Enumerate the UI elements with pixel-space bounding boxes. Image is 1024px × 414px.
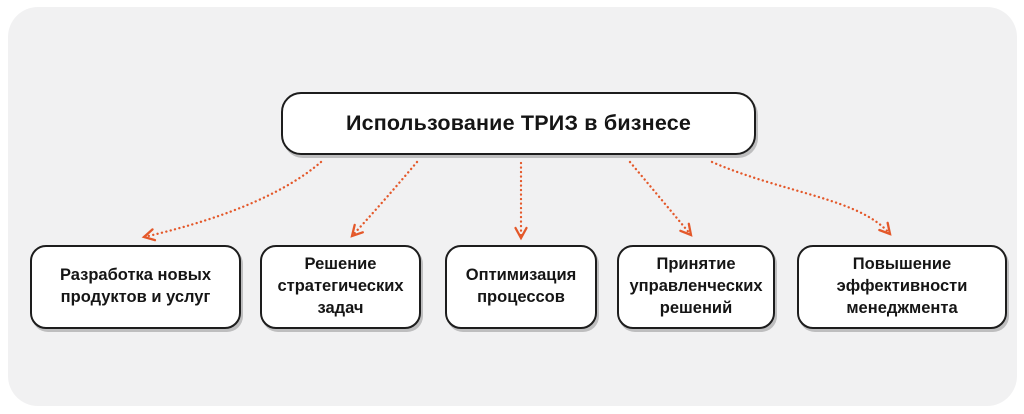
child-node-label: Повышение эффективности менеджмента xyxy=(836,255,968,317)
child-node-management-decisions[interactable]: Принятие управленческих решений xyxy=(617,245,775,329)
child-node-label: Решение стратегических задач xyxy=(277,255,404,317)
child-node-new-products[interactable]: Разработка новых продуктов и услуг xyxy=(30,245,241,329)
root-node-label: Использование ТРИЗ в бизнесе xyxy=(345,111,692,135)
child-node-management-efficiency[interactable]: Повышение эффективности менеджмента xyxy=(797,245,1007,329)
arrow-connector-1 xyxy=(141,160,323,242)
diagram-panel: Использование ТРИЗ в бизнесе Разработка … xyxy=(8,7,1017,406)
root-node[interactable]: Использование ТРИЗ в бизнесе xyxy=(281,92,756,155)
child-node-strategic-tasks[interactable]: Решение стратегических задач xyxy=(260,245,421,329)
arrow-connector-4 xyxy=(628,160,693,237)
child-node-process-optimization[interactable]: Оптимизация процессов xyxy=(445,245,597,329)
arrow-connector-5 xyxy=(710,160,892,236)
child-node-label: Разработка новых продуктов и услуг xyxy=(59,266,212,306)
arrow-connector-2 xyxy=(350,160,419,238)
connector-arrows xyxy=(141,160,892,242)
child-node-label: Принятие управленческих решений xyxy=(629,255,763,317)
child-node-label: Оптимизация процессов xyxy=(465,266,577,306)
